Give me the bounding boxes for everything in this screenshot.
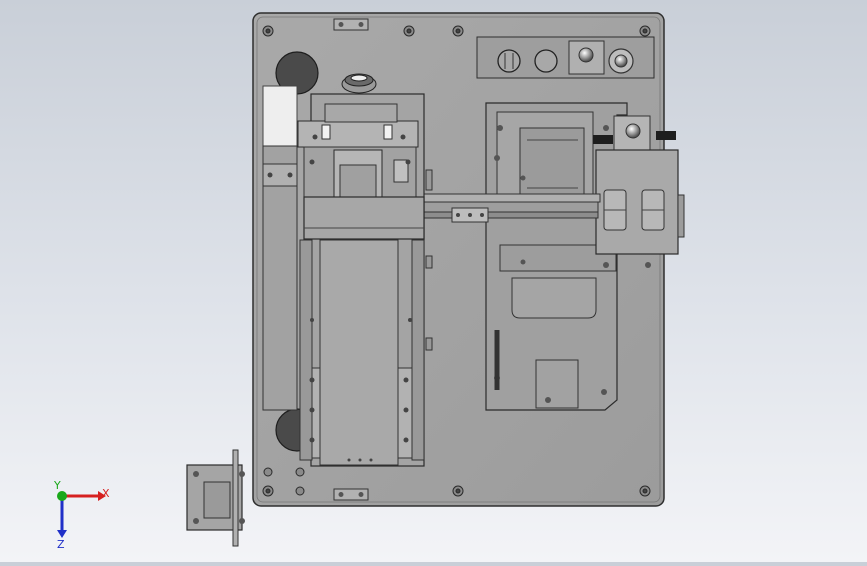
- horizontal-rail-arm[interactable]: [419, 193, 601, 223]
- right-fixture-plate[interactable]: [485, 102, 628, 411]
- x-axis-label: X: [102, 487, 110, 500]
- bottom-bracket[interactable]: [333, 488, 369, 501]
- motor-flange[interactable]: [186, 449, 245, 547]
- z-axis-label: Z: [57, 538, 65, 550]
- plate-mounting-holes: [262, 25, 651, 497]
- y-axis-indicator: [57, 491, 67, 501]
- carriage-block[interactable]: [297, 103, 433, 351]
- gripper-head[interactable]: [593, 115, 685, 268]
- left-guide-bar[interactable]: [262, 85, 298, 411]
- x-axis-arrowhead: [98, 491, 106, 501]
- z-axis-arrowhead: [57, 530, 67, 538]
- top-bracket[interactable]: [333, 18, 369, 31]
- y-axis-label: Y: [53, 480, 61, 492]
- coordinate-triad: X Y Z: [40, 479, 120, 551]
- control-panel[interactable]: [476, 36, 655, 79]
- drive-pulley[interactable]: [341, 73, 377, 94]
